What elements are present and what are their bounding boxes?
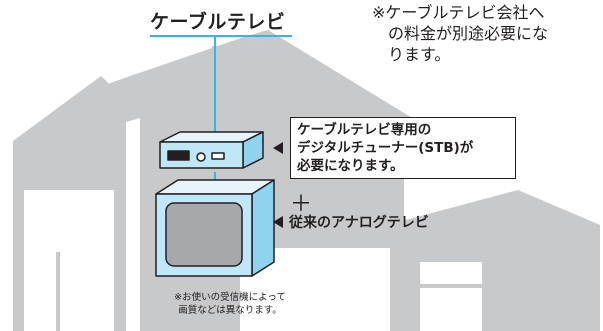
stb-callout-line-3: 必要になります。	[297, 158, 404, 174]
stb-display	[167, 150, 190, 161]
plus-sign: ＋	[290, 192, 313, 217]
fee-note-line-2: の料金が別途必要にな	[388, 24, 549, 43]
house-chimney	[212, 46, 230, 86]
stb-device	[159, 131, 264, 169]
fee-note-line-3: ります。	[388, 45, 451, 64]
analog-tv	[155, 179, 275, 277]
house-window-mullion	[56, 252, 60, 331]
stb-pointer-arrow-icon	[273, 142, 283, 154]
stb-callout-line-2: デジタルチューナー(STB)が	[297, 140, 474, 156]
stb-callout-box: ケーブルテレビ専用の デジタルチューナー(STB)が 必要になります。	[290, 117, 516, 179]
house-window-left	[24, 190, 114, 331]
fee-note: ※ケーブルテレビ会社へ の料金が別途必要にな ります。	[372, 2, 603, 65]
stb-slot	[211, 152, 225, 160]
receiver-footnote: ※お使いの受信機によって 画質などは異なります。	[160, 291, 300, 317]
house-annex-window-bar	[420, 284, 482, 288]
stb-callout-line-1: ケーブルテレビ専用の	[297, 122, 432, 138]
tv-pointer-arrow-icon	[273, 216, 283, 228]
stb-button-icon	[196, 152, 206, 162]
house-annex-window	[420, 262, 482, 331]
fee-note-line-1: ※ケーブルテレビ会社へ	[372, 3, 545, 22]
cable-tv-title: ケーブルテレビ	[150, 11, 286, 33]
tv-screen	[165, 202, 243, 267]
tv-side	[251, 179, 275, 277]
tv-label: 従来のアナログテレビ	[289, 215, 429, 231]
footnote-line-2: 画質などは異なります。	[178, 305, 282, 316]
footnote-line-1: ※お使いの受信機によって	[174, 292, 286, 303]
